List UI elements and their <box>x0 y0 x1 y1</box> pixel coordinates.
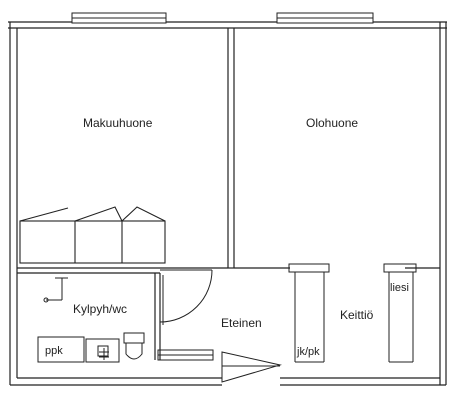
wardrobe-box <box>37 336 85 363</box>
kitchen-label: Keittiö <box>340 308 374 322</box>
hallway-shelf <box>157 349 214 361</box>
window-right <box>276 12 374 24</box>
interior-walls <box>17 28 440 360</box>
wardrobe-label: ppk <box>45 345 63 357</box>
living-room-label: Olohuone <box>306 116 358 130</box>
hallway-label: Eteinen <box>221 316 262 330</box>
stove-label: liesi <box>390 282 409 294</box>
bedroom-label: Makuuhuone <box>83 116 153 130</box>
stove-unit <box>383 263 417 363</box>
washbasin-icon <box>85 338 120 363</box>
shower-icon <box>43 277 68 303</box>
entrance-arrow-icon <box>221 351 282 383</box>
floor-drain-icon <box>99 348 109 360</box>
toilet-icon <box>123 332 145 360</box>
door-swing-icon <box>159 269 213 325</box>
bathroom-label: Kylpyh/wc <box>73 302 127 316</box>
outer-walls <box>8 21 447 386</box>
fridge-freezer-unit <box>288 263 330 363</box>
fridge-freezer-label: jk/pk <box>296 346 320 358</box>
bedroom-wardrobes <box>19 206 166 264</box>
window-left <box>71 12 167 24</box>
